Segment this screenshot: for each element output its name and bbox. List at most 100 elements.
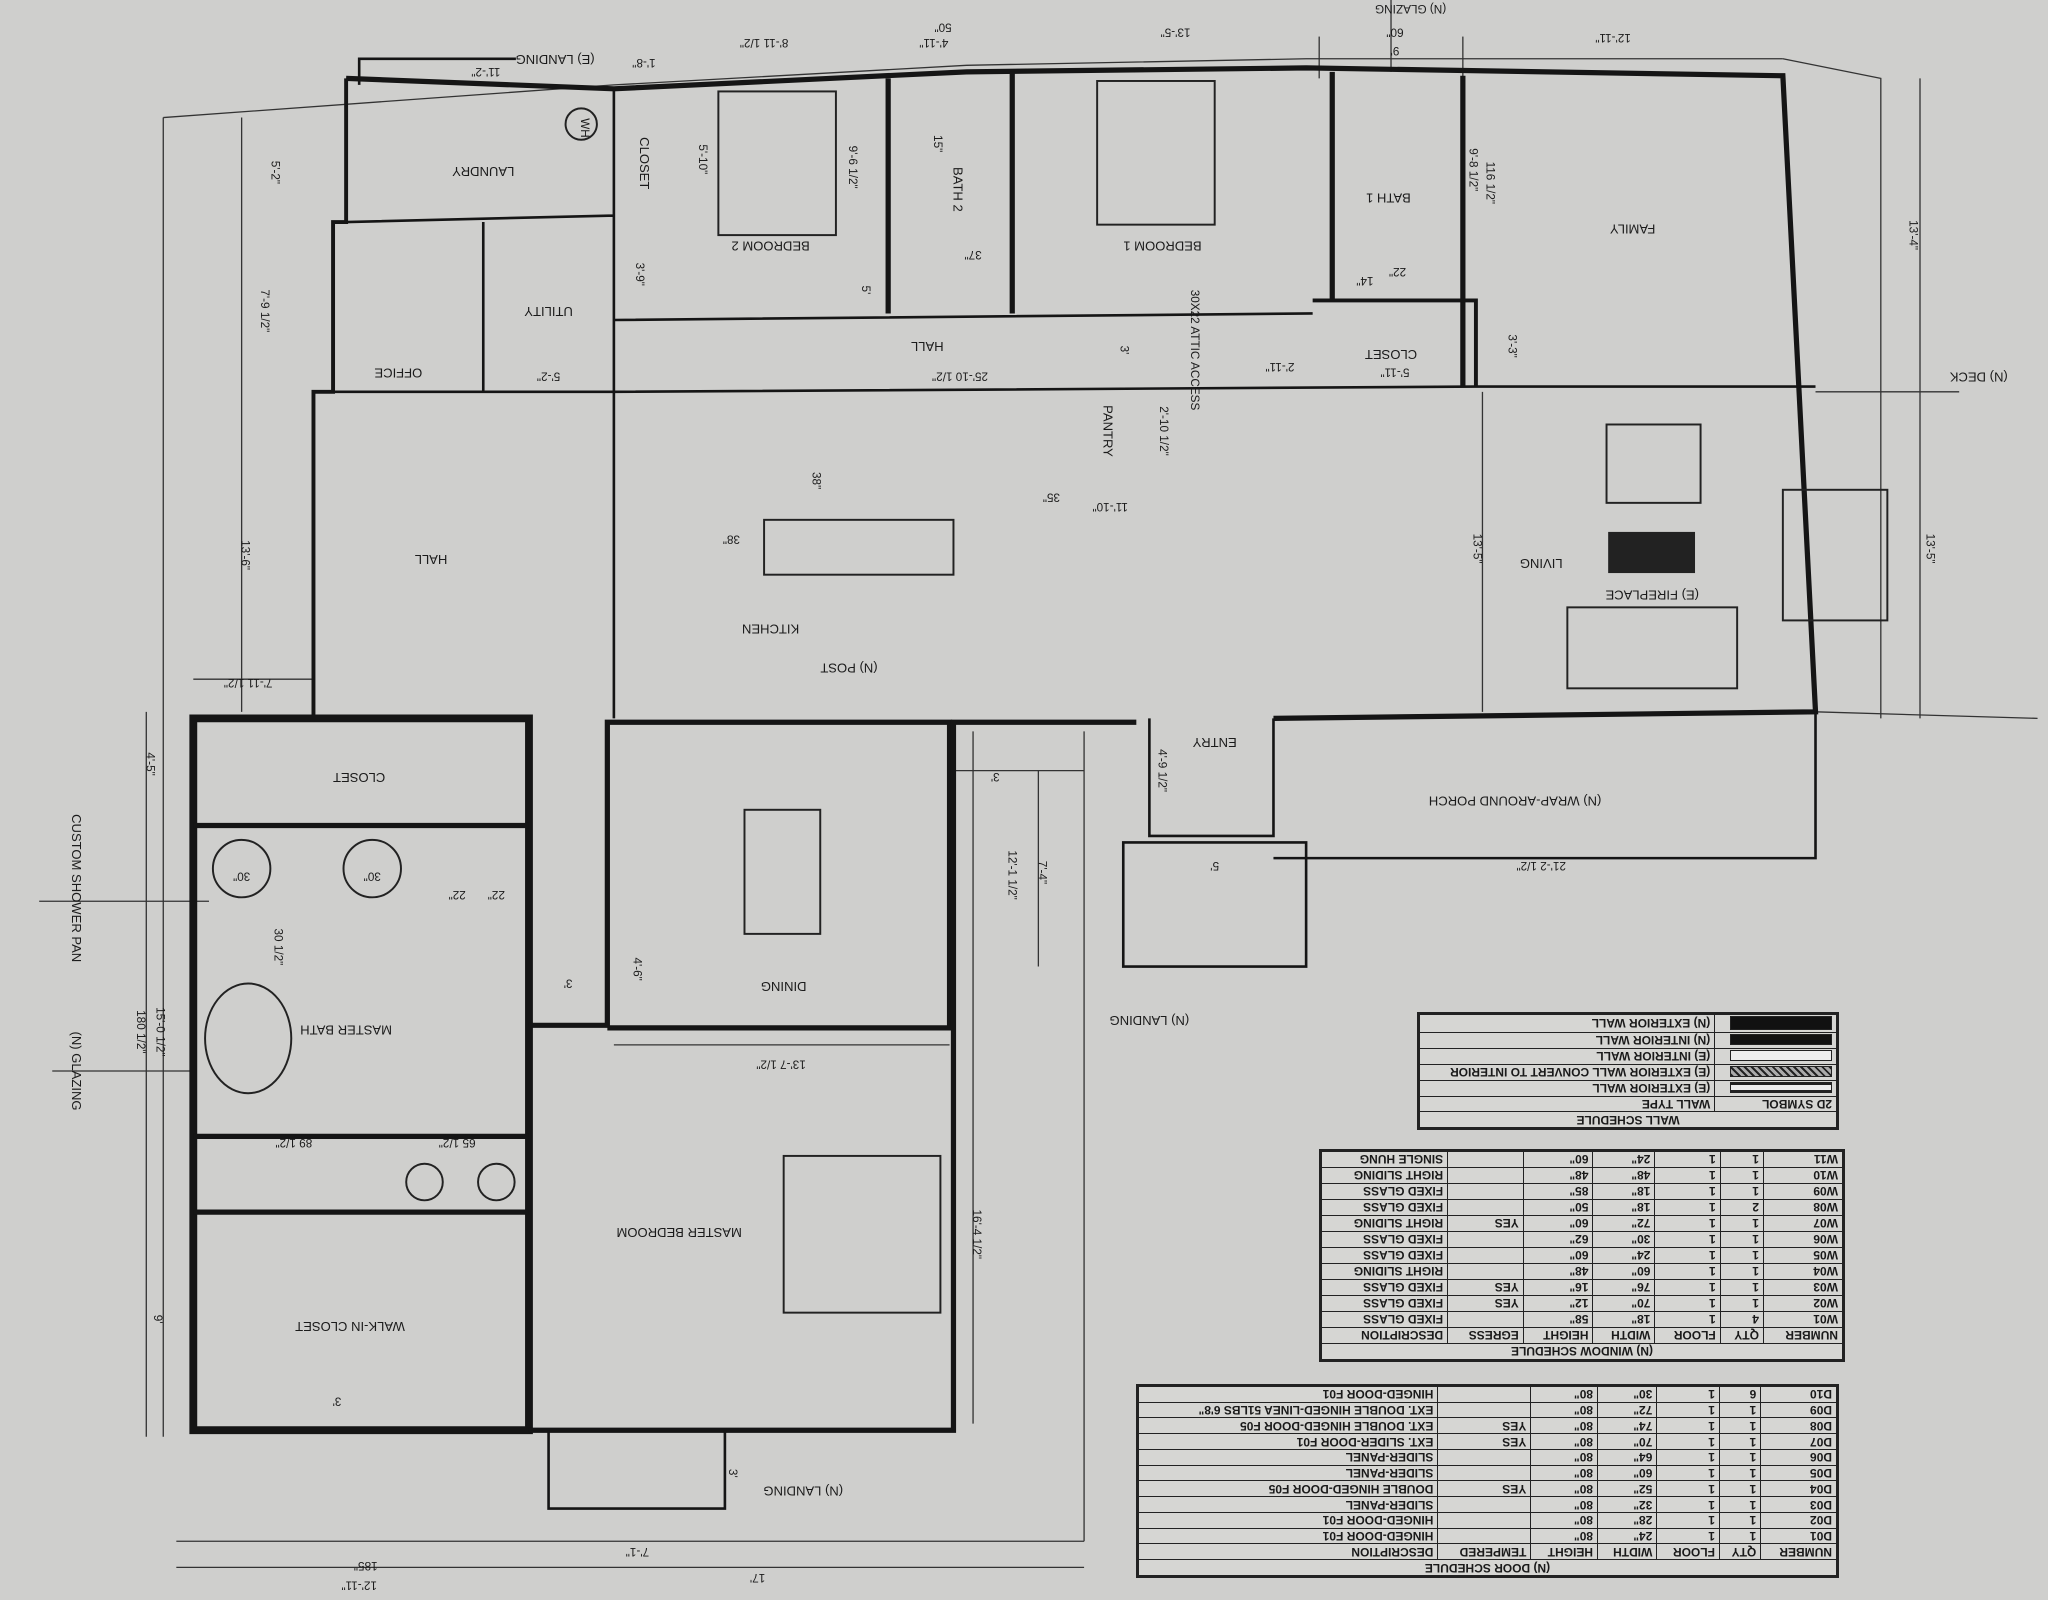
- schedule-cell: D07: [1760, 1433, 1837, 1450]
- dim-label: 2'-11": [1265, 360, 1294, 373]
- schedule-cell: 48": [1523, 1167, 1593, 1184]
- schedule-cell: 60": [1523, 1247, 1593, 1264]
- room-label-deck: (N) DECK: [1949, 369, 2007, 384]
- dim-label: 3': [726, 1469, 739, 1478]
- schedule-cell: W02: [1763, 1295, 1843, 1312]
- schedule-cell: [1447, 1167, 1524, 1184]
- schedule-cell: 1: [1719, 1418, 1761, 1434]
- schedule-cell: 58": [1523, 1311, 1593, 1328]
- schedule-cell: 60": [1592, 1263, 1655, 1280]
- schedule-cell: [1437, 1386, 1531, 1403]
- schedule-cell: [1437, 1465, 1531, 1481]
- dim-label: 30 1/2": [271, 929, 284, 966]
- schedule-cell: 72": [1597, 1402, 1657, 1418]
- wall-symbol-cell: [1714, 1048, 1837, 1065]
- walls: [189, 57, 1819, 1510]
- room-label-entry: ENTRY: [1192, 735, 1236, 750]
- dim-label: 5'-2": [269, 161, 282, 184]
- schedule-cell: 80": [1530, 1386, 1598, 1403]
- schedule-cell: W03: [1763, 1279, 1843, 1296]
- schedule-cell: D02: [1760, 1512, 1837, 1529]
- schedule-cell: FIXED GLASS: [1321, 1311, 1448, 1328]
- dim-label: 16'-4 1/2": [970, 1210, 983, 1260]
- schedule-cell: 1: [1719, 1433, 1761, 1450]
- dim-label: 7'-4": [1035, 861, 1048, 884]
- schedule-cell: [1447, 1311, 1524, 1328]
- schedule-cell: 1: [1654, 1199, 1721, 1216]
- dim-label: 3': [991, 770, 1000, 783]
- dim-label: 9': [151, 1315, 164, 1324]
- dim-label: 1'-8": [632, 56, 655, 69]
- dim-label: 22": [449, 888, 466, 901]
- room-label-post: (N) POST: [820, 661, 877, 676]
- schedule-cell: 80": [1530, 1433, 1598, 1450]
- schedule-cell: 1: [1719, 1481, 1761, 1497]
- dim-label: 13'-7 1/2": [756, 1058, 806, 1071]
- schedule-cell: 52": [1597, 1481, 1657, 1497]
- schedule-cell: 1: [1719, 1528, 1761, 1544]
- room-label-bedroom-1: BEDROOM 1: [1123, 239, 1201, 254]
- dim-label: 12'-1 1/2": [1005, 850, 1018, 900]
- schedule-cell: RIGHT SLIDING: [1321, 1263, 1448, 1280]
- schedule-cell: 80": [1530, 1402, 1598, 1418]
- schedule-cell: HINGED-DOOR F01: [1138, 1512, 1438, 1529]
- schedule-cell: 1: [1719, 1512, 1761, 1529]
- schedule-cell: 1: [1719, 1465, 1761, 1481]
- schedule-cell: SLIDER-PANEL: [1138, 1449, 1438, 1466]
- schedule-cell: FIXED GLASS: [1321, 1183, 1448, 1200]
- schedule-cell: EXT. DOUBLE HINGED-LINEA 51LBS 6'8": [1138, 1402, 1438, 1418]
- dim-label: 185": [354, 1559, 378, 1572]
- schedule-cell: 1: [1656, 1449, 1720, 1466]
- room-label-landing-entry: (N) LANDING: [1110, 1013, 1190, 1028]
- dim-label: 30": [364, 869, 381, 882]
- schedule-cell: 70": [1597, 1433, 1657, 1450]
- room-labels: LAUNDRY CLOSET BEDROOM 2 BATH 2 BEDROOM …: [69, 2, 2008, 1498]
- dim-label: 13'-5": [1161, 26, 1191, 39]
- schedule-cell: 1: [1656, 1465, 1720, 1481]
- schedule-cell: 4: [1720, 1311, 1764, 1328]
- dim-label: 22": [1389, 265, 1406, 278]
- schedule-cell: 1: [1656, 1512, 1720, 1529]
- schedule-header: 2D SYMBOL: [1714, 1096, 1837, 1112]
- room-label-office: OFFICE: [374, 365, 422, 380]
- schedule-cell: 24": [1597, 1528, 1657, 1544]
- dim-label: 25'-10 1/2": [932, 369, 988, 382]
- dimension-labels: 11'-2" 1'-8" 8'-11 1/2" 4'-11" 50" 13'-5…: [134, 21, 1936, 1592]
- schedule-header: DESCRIPTION: [1138, 1544, 1438, 1560]
- schedule-cell: 1: [1719, 1402, 1761, 1418]
- room-label-closet-bath1: CLOSET: [1365, 347, 1417, 362]
- schedule-cell: 1: [1654, 1215, 1721, 1232]
- schedule-cell: 64": [1597, 1449, 1657, 1466]
- dim-label: 3': [333, 1395, 342, 1408]
- schedule-cell: D04: [1760, 1481, 1837, 1497]
- schedule-cell: 1: [1720, 1167, 1764, 1184]
- wall-symbol-cell: [1714, 1080, 1837, 1097]
- dim-label: 15'-0 1/2": [154, 1007, 167, 1057]
- schedule-cell: 18": [1592, 1199, 1655, 1216]
- schedule-cell: FIXED GLASS: [1321, 1279, 1448, 1296]
- note-glazing-left: (N) GLAZING: [69, 1032, 84, 1111]
- dim-label: 22": [488, 888, 505, 901]
- room-label-closet-top: CLOSET: [637, 137, 652, 189]
- schedule-cell: 1: [1720, 1215, 1764, 1232]
- dim-label: 9'-6 1/2": [846, 146, 859, 189]
- schedule-title-row: (N) WINDOW SCHEDULE: [1321, 1343, 1843, 1360]
- dim-label: 4'-5": [143, 752, 156, 775]
- schedule-header: NUMBER: [1763, 1327, 1843, 1344]
- dim-label: 2'-10 1/2": [1157, 406, 1170, 456]
- dim-label: 13'-4": [1907, 220, 1920, 250]
- exterior-convert-swatch: [1730, 1066, 1832, 1078]
- schedule-cell: 1: [1720, 1279, 1764, 1296]
- schedule-cell: [1437, 1402, 1531, 1418]
- schedule-cell: SINGLE HUNG: [1321, 1151, 1448, 1168]
- schedule-header: WIDTH: [1597, 1544, 1657, 1560]
- schedule-header: FLOOR: [1656, 1544, 1720, 1560]
- schedule-cell: [1437, 1449, 1531, 1466]
